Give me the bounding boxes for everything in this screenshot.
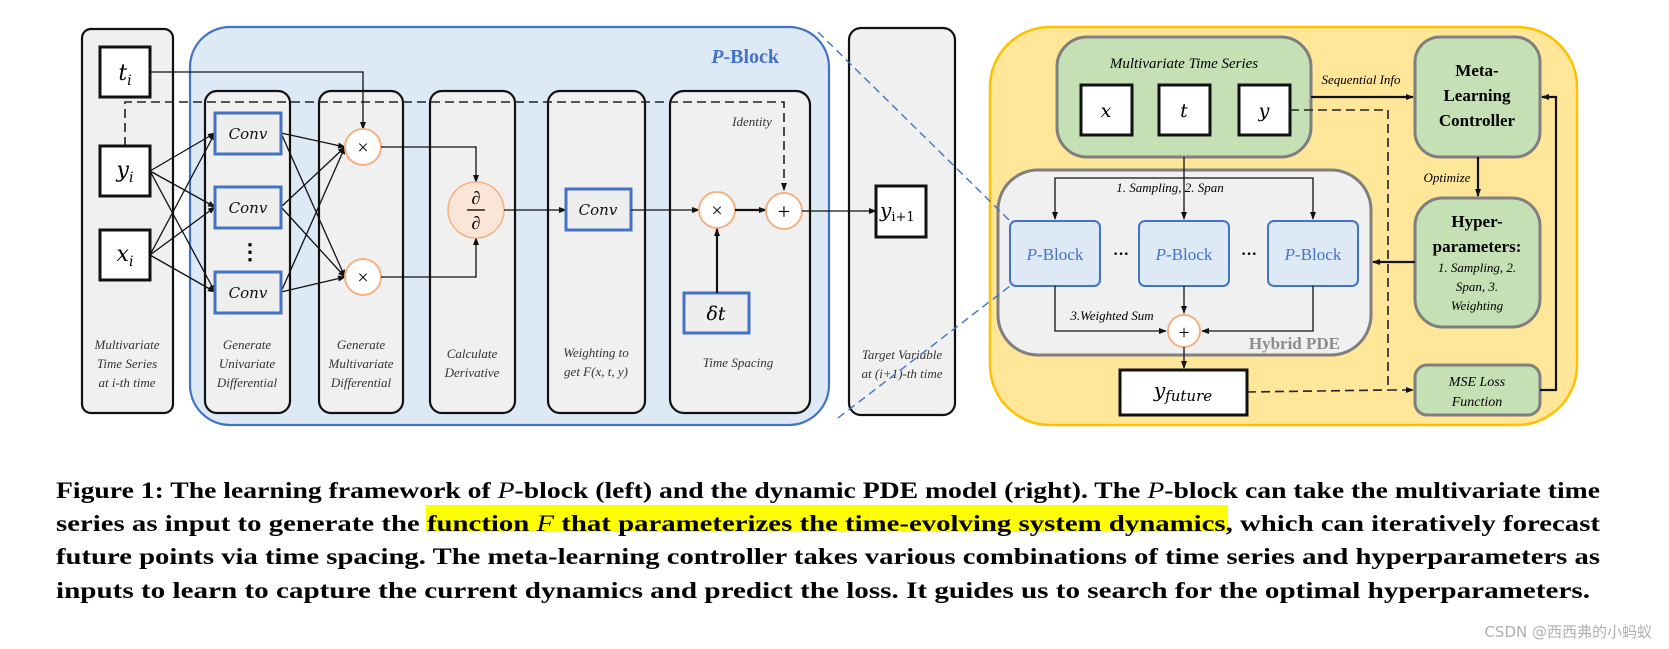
svg-text:P-Block: P-Block (1026, 245, 1084, 264)
svg-text:Multivariate Time Series: Multivariate Time Series (1109, 56, 1258, 72)
multiply-to-derivative-arrow (381, 146, 479, 183)
pblock-unit: P-Block (1267, 220, 1359, 287)
svg-text:Conv: Conv (229, 125, 268, 143)
svg-text:yfuture: yfuture (1153, 378, 1212, 405)
input-to-conv-arrows (149, 132, 216, 293)
conv-to-multiply-arrows (280, 132, 346, 293)
caption-highlight (426, 505, 1228, 532)
multiply-op: × (344, 258, 382, 296)
svg-text:1. Sampling, 2.Span, 3.Weighti: 1. Sampling, 2.Span, 3.Weighting (1438, 260, 1516, 313)
watermark: CSDN @西西弗的小蚂蚁 (1484, 623, 1652, 641)
hyperparameters-box: Hyper-parameters: 1. Sampling, 2.Span, 3… (1413, 196, 1542, 329)
weighted-sum-arrow (1201, 286, 1314, 334)
identity-label: Identity (731, 114, 772, 129)
svg-text:t: t (1180, 100, 1188, 122)
optimize-label: Optimize (1424, 170, 1471, 185)
input-y: yi (98, 144, 152, 198)
caption-line-2: series as input to generate the function… (56, 511, 1600, 536)
ground-truth-dashed-arrow (1290, 109, 1414, 393)
svg-text:Conv: Conv (579, 201, 618, 219)
svg-text:∂: ∂ (472, 188, 481, 208)
derivative-op: ∂ ∂ (447, 181, 505, 239)
ellipsis: ··· (1113, 246, 1129, 263)
prediction-dashed-line (1246, 389, 1389, 393)
time-multiply-op: × (698, 191, 736, 229)
caption-line-4: inputs to learn to capture the current d… (56, 578, 1590, 603)
sequential-info-label: Sequential Info (1321, 72, 1401, 87)
svg-text:yi+1: yi+1 (879, 198, 915, 225)
loss-feedback-arrow (1540, 94, 1558, 392)
svg-text:+: + (778, 199, 790, 224)
sum-op: + (1167, 314, 1201, 348)
svg-text:×: × (357, 267, 368, 289)
svg-text:×: × (357, 137, 368, 159)
ellipsis: ··· (1241, 246, 1257, 263)
weighted-sum-label: 3.Weighted Sum (1069, 308, 1153, 323)
column-multivariate (317, 89, 405, 415)
svg-text:y: y (1258, 100, 1270, 122)
sampling-span-label: 1. Sampling, 2. Span (1116, 180, 1224, 195)
column-univariate (203, 89, 292, 415)
zoom-guide-line (817, 31, 1011, 222)
column-weighting (546, 89, 647, 415)
svg-text:Conv: Conv (229, 284, 268, 302)
svg-text:+: + (1178, 322, 1189, 344)
svg-text:P-Block: P-Block (1155, 245, 1213, 264)
weighted-sum-arrow (1054, 286, 1167, 334)
identity-connector (124, 101, 787, 191)
sampling-arrow (1052, 177, 1184, 220)
pblock-unit: P-Block (1009, 220, 1101, 287)
t-to-multiply-arrow (150, 71, 366, 130)
svg-text:Hybrid PDE: Hybrid PDE (1249, 334, 1340, 353)
input-column (80, 27, 175, 415)
output-y-next: yi+1 (874, 184, 928, 239)
svg-text:Hyper-parameters:: Hyper-parameters: (1433, 212, 1522, 256)
conv-box: Conv (213, 185, 283, 230)
delta-t-box: δt (682, 291, 751, 335)
svg-text:xi: xi (117, 242, 134, 270)
svg-text:ti: ti (118, 61, 131, 89)
column-label: Time Spacing (703, 355, 774, 370)
svg-text:δt: δt (706, 303, 725, 325)
vertical-ellipsis: ⋮ (239, 239, 261, 264)
input-x: xi (98, 228, 152, 282)
multiply-op: × (344, 128, 382, 166)
svg-text:x: x (1101, 100, 1112, 122)
svg-text:yi: yi (116, 158, 134, 186)
weighting-conv-box: Conv (564, 187, 633, 232)
conv-box: Conv (213, 270, 283, 315)
svg-text:Conv: Conv (229, 199, 268, 217)
sampling-arrow (1184, 177, 1316, 220)
pblock-title: P-Block (710, 46, 780, 68)
caption-line-1: Figure 1: The learning framework of P-bl… (56, 478, 1600, 503)
conv-box: Conv (213, 111, 283, 156)
svg-text:∂: ∂ (472, 213, 481, 233)
svg-text:P-Block: P-Block (1284, 245, 1342, 264)
add-op: + (765, 192, 803, 230)
y-future-box: yfuture (1118, 368, 1249, 417)
pblock-unit: P-Block (1138, 220, 1230, 287)
input-t: ti (98, 45, 152, 99)
caption-line-3: future points via time spacing. The meta… (56, 544, 1600, 569)
column-derivative (428, 89, 517, 415)
multiply-to-derivative-arrow (381, 237, 479, 278)
multivariate-time-series-box: Multivariate Time Series x t y (1055, 35, 1313, 159)
zoom-guide-line (837, 285, 1011, 419)
svg-text:×: × (711, 200, 722, 222)
